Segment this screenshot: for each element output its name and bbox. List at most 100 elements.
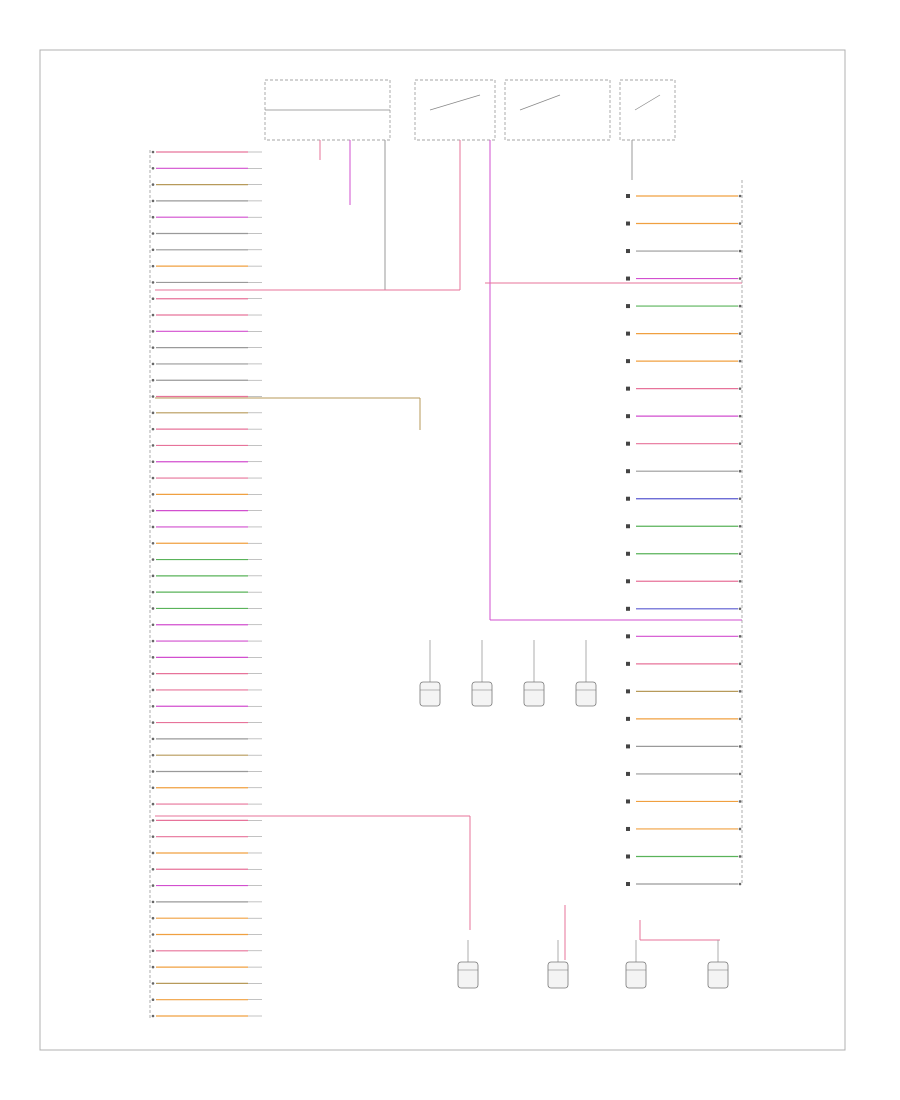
left-pin-row <box>151 933 262 936</box>
left-pin-row <box>151 167 262 170</box>
right-pin-row <box>626 469 742 474</box>
bottom-modules <box>457 940 729 989</box>
mid-module <box>419 640 441 707</box>
right-pin-row <box>626 826 742 831</box>
pin-dot <box>738 359 742 363</box>
splice-mark <box>626 276 630 281</box>
pin-dot <box>738 552 742 556</box>
left-pin-row <box>151 183 262 186</box>
pin-dot <box>151 199 155 203</box>
left-pin-row <box>151 590 262 594</box>
right-pin-row <box>626 634 742 639</box>
pin-dot <box>151 444 155 447</box>
pin-dot <box>151 541 155 545</box>
splice-mark <box>626 551 630 556</box>
splice-mark <box>626 386 630 391</box>
splice-mark <box>626 606 630 611</box>
right-pin-row <box>626 496 742 501</box>
mid-module <box>575 640 597 707</box>
module-body <box>547 961 569 989</box>
left-pin-row <box>151 965 262 969</box>
right-pin-row <box>626 386 742 391</box>
pin-dot <box>738 469 742 473</box>
mid-module <box>523 640 545 707</box>
left-pin-row <box>151 199 262 203</box>
pin-dot <box>151 509 155 512</box>
pin-dot <box>151 884 155 887</box>
splice-mark <box>626 579 630 584</box>
left-connector-pins <box>151 150 262 1018</box>
pin-dot <box>738 607 742 611</box>
left-pin-row <box>151 460 262 464</box>
right-pin-row <box>626 359 742 364</box>
splice-mark <box>626 331 630 336</box>
pin-dot <box>738 579 742 583</box>
left-pin-row <box>151 851 262 855</box>
pin-dot <box>151 183 155 186</box>
pin-dot <box>151 232 155 235</box>
pin-dot <box>151 248 155 252</box>
pin-dot <box>151 688 155 692</box>
pin-dot <box>151 411 155 415</box>
splice-mark <box>626 524 630 529</box>
module-body <box>575 681 597 707</box>
pin-dot <box>151 770 155 773</box>
pin-dot <box>151 427 155 431</box>
left-pin-row <box>151 656 262 659</box>
pin-dot <box>738 249 742 253</box>
bottom-module <box>457 940 479 989</box>
left-pin-row <box>151 313 262 317</box>
right-pin-row <box>626 441 742 446</box>
pin-dot <box>151 737 155 741</box>
pin-dot <box>151 558 155 561</box>
pin-dot <box>738 827 742 831</box>
splice-mark <box>626 882 630 886</box>
right-pin-row <box>626 854 742 859</box>
left-pin-row <box>151 867 262 871</box>
pin-dot <box>151 802 155 806</box>
splice-mark <box>626 689 630 694</box>
left-pin-row <box>151 802 262 806</box>
pin-dot <box>151 623 155 627</box>
left-pin-row <box>151 558 262 561</box>
pin-dot <box>151 656 155 659</box>
left-pin-row <box>151 297 262 301</box>
bottom-module <box>547 940 569 989</box>
pin-dot <box>738 717 742 721</box>
left-pin-row <box>151 541 262 545</box>
pin-dot <box>151 607 155 610</box>
splice-mark <box>626 359 630 364</box>
pin-dot <box>151 672 155 675</box>
pin-dot <box>151 949 155 953</box>
splice-mark <box>626 414 630 419</box>
pin-dot <box>151 867 155 871</box>
pin-dot <box>738 690 742 693</box>
pin-dot <box>738 745 742 748</box>
pin-dot <box>151 362 155 366</box>
left-pin-row <box>151 215 262 219</box>
right-pin-row <box>626 249 742 254</box>
pin-dot <box>738 304 742 308</box>
right-pin-row <box>626 304 742 309</box>
splice-mark <box>626 469 630 474</box>
right-pin-row <box>626 716 742 721</box>
pin-dot <box>151 1014 155 1018</box>
splice-mark <box>626 716 630 721</box>
module-body <box>471 681 493 707</box>
pin-dot <box>738 277 742 280</box>
splice-mark <box>626 826 630 831</box>
pin-dot <box>738 662 742 666</box>
pin-dot <box>151 264 155 268</box>
left-pin-row <box>151 835 262 838</box>
splice-mark <box>626 441 630 446</box>
pin-dot <box>738 800 742 803</box>
pin-dot <box>151 313 155 317</box>
splice-mark <box>626 744 630 749</box>
right-pin-row <box>626 276 742 281</box>
left-pin-row <box>151 346 262 349</box>
pin-dot <box>151 851 155 855</box>
pin-dot <box>151 819 155 822</box>
left-pin-row <box>151 786 262 790</box>
mid-module <box>471 640 493 707</box>
mid-modules <box>419 640 597 707</box>
